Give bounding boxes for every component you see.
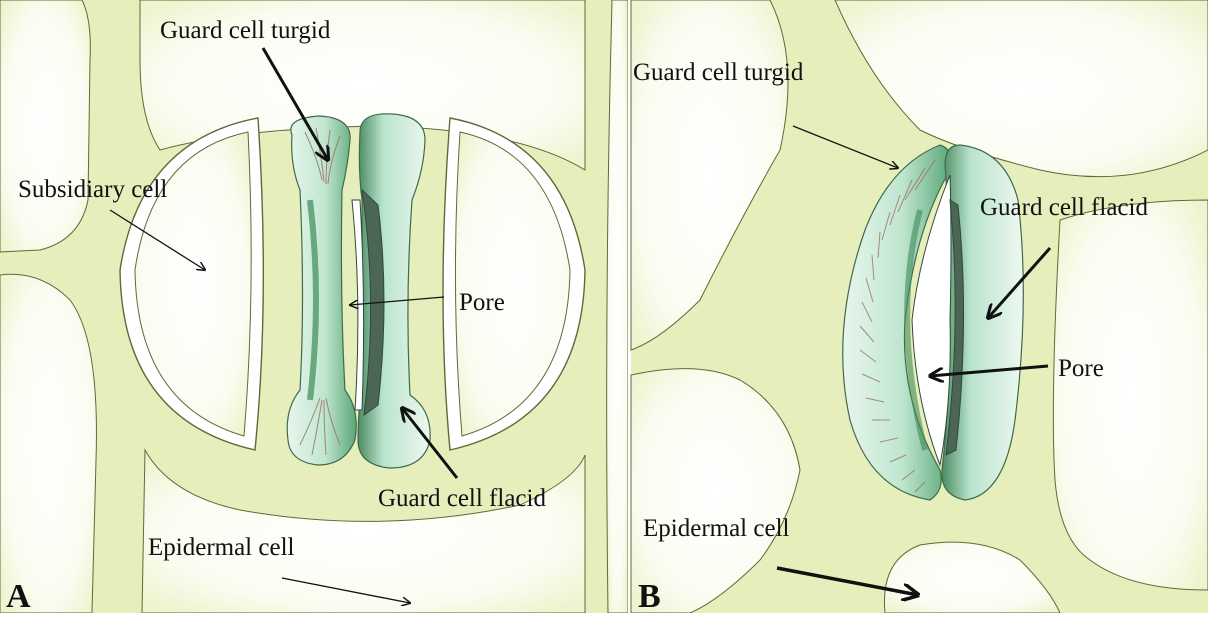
epidermal-cell-top-left [0,0,90,252]
label-subsidiary-a: Subsidiary cell [18,176,167,203]
label-pore-b: Pore [1058,355,1104,382]
epidermal-cell-left [0,274,96,613]
label-guard-flacid-a: Guard cell flacid [378,485,546,512]
panel-b: Guard cell turgid Guard cell flacid Pore… [631,0,1208,613]
label-guard-turgid-a: Guard cell turgid [160,17,331,44]
epidermal-cell-right [607,0,628,613]
panel-letter-a: A [6,578,31,613]
label-guard-turgid-b: Guard cell turgid [633,59,804,86]
epidermal-cell-b-right [1053,200,1208,590]
label-epidermal-a: Epidermal cell [148,534,295,561]
label-guard-flacid-b: Guard cell flacid [980,194,1148,221]
label-pore-a: Pore [459,289,505,316]
panel-a: Guard cell turgid Subsidiary cell Pore G… [0,0,628,613]
panel-letter-b: B [638,578,661,613]
label-epidermal-b: Epidermal cell [643,515,790,542]
